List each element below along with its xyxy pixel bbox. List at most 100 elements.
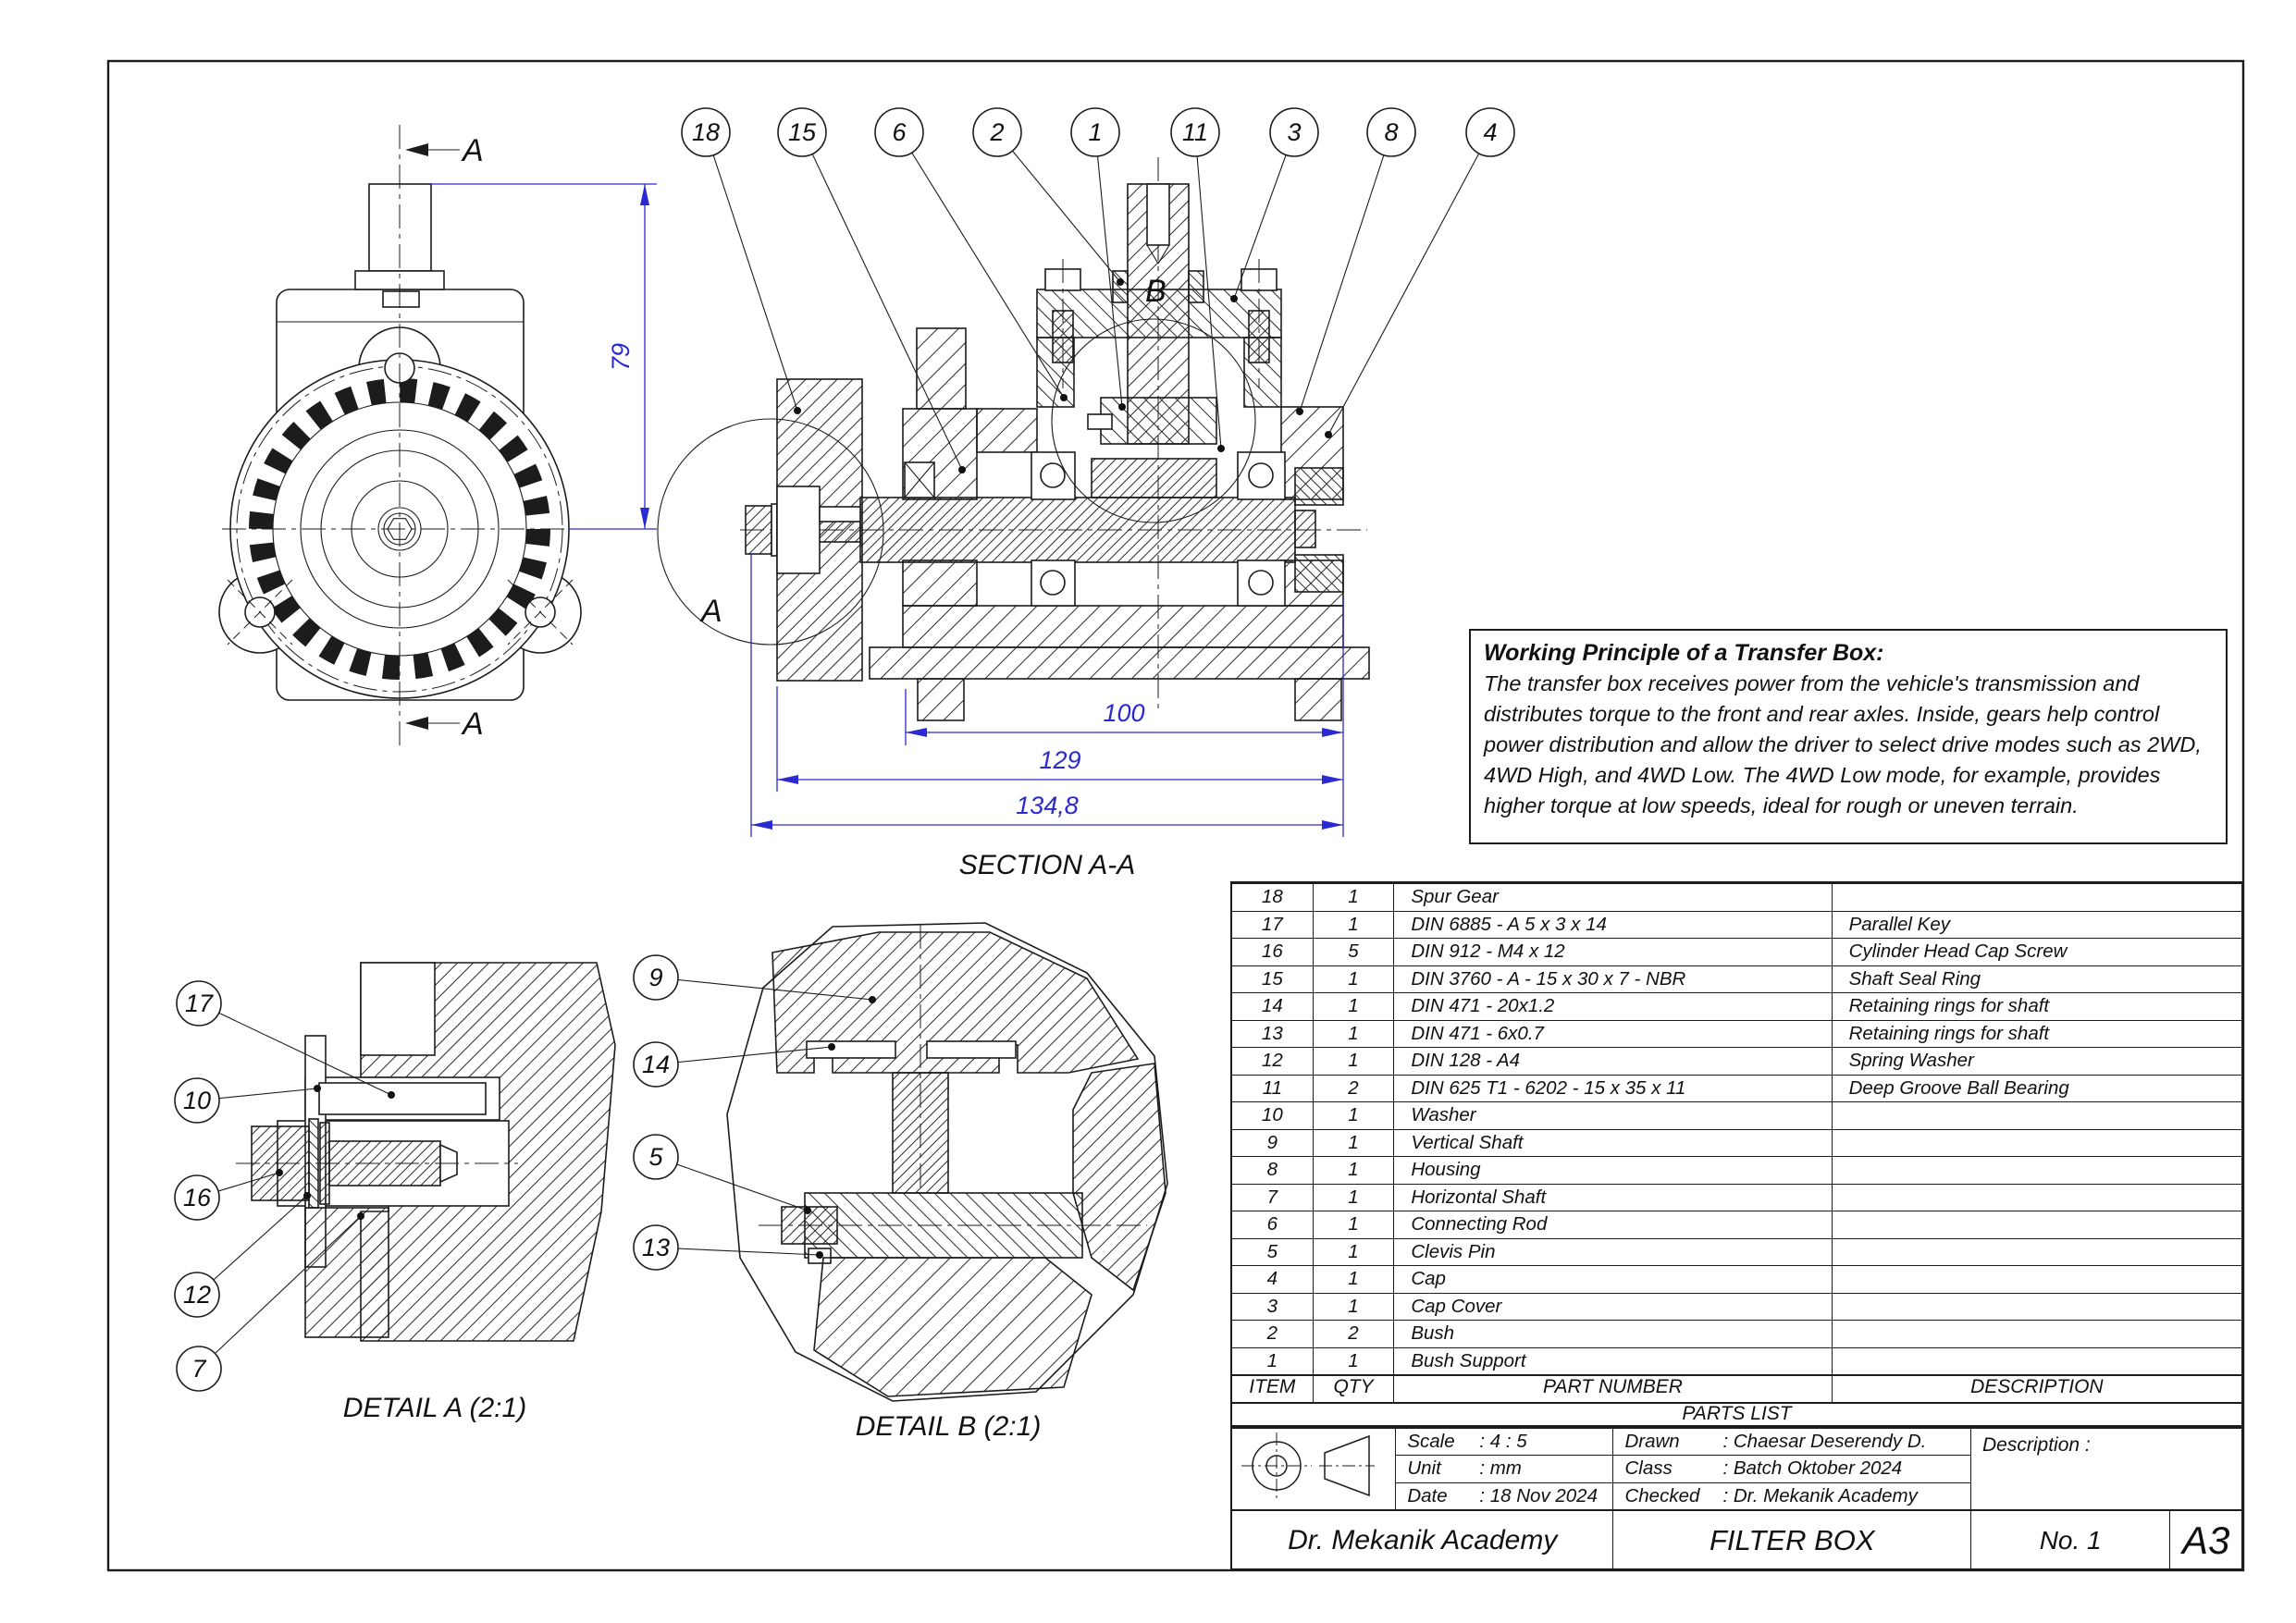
parts-cell-qty: 1: [1312, 884, 1394, 911]
callout-balloon: [972, 107, 1022, 157]
parts-cell-description: [1831, 1102, 2241, 1129]
callout-balloon: [1269, 107, 1319, 157]
parts-row: 16 5 DIN 912 - M4 x 12 Cylinder Head Cap…: [1232, 938, 2241, 965]
svg-text:79: 79: [607, 343, 635, 371]
checked-row: Checked: Dr. Mekanik Academy: [1613, 1482, 1971, 1509]
svg-text:14: 14: [642, 1051, 670, 1078]
parts-cell-qty: 1: [1312, 1347, 1394, 1374]
svg-text:5: 5: [648, 1143, 663, 1171]
cut-label-bottom: A: [461, 707, 484, 742]
callout-balloon: [174, 1077, 220, 1124]
parts-cell-description: [1831, 1238, 2241, 1265]
parts-cell-part-number: DIN 128 - A4: [1393, 1048, 1831, 1075]
parts-cell-item: 16: [1261, 941, 1283, 963]
detail-b-letter: B: [1145, 274, 1167, 309]
sheet-border: [106, 59, 2245, 1572]
parts-cell-qty: 1: [1312, 1129, 1394, 1156]
drawn-row: Drawn: Chaesar Deserendy D.: [1624, 1431, 1927, 1453]
parallel-key-detail: [318, 1082, 487, 1115]
callout-balloon: [1366, 107, 1416, 157]
dim-100: 100: [1103, 699, 1144, 727]
parts-row: 15 1 DIN 3760 - A - 15 x 30 x 7 - NBR Sh…: [1232, 965, 2241, 992]
parts-cell-description: Parallel Key: [1831, 911, 2241, 938]
callout-balloon: [176, 1346, 222, 1392]
parts-cell-part-number: Clevis Pin: [1393, 1238, 1831, 1265]
callout-balloon: [174, 1174, 220, 1221]
section-title: SECTION A-A: [959, 850, 1136, 880]
svg-text:12: 12: [183, 1281, 211, 1309]
scale-row: Scale: 4 : 5: [1407, 1431, 1527, 1453]
parts-list-header: ITEM QTY PART NUMBER DESCRIPTION: [1230, 1372, 2243, 1404]
parts-row: 8 1 Housing: [1232, 1156, 2241, 1184]
callout-balloon: [633, 1041, 679, 1088]
parts-cell-qty: 1: [1312, 965, 1394, 992]
parts-row: 17 1 DIN 6885 - A 5 x 3 x 14 Parallel Ke…: [1232, 910, 2241, 938]
detail-b-callouts: 9 14 5 13: [633, 954, 876, 1271]
front-view: A A 79: [218, 125, 657, 749]
detail-b-title: DETAIL B (2:1): [856, 1411, 1042, 1442]
gear-teeth: [249, 378, 550, 680]
dimension-79: 79: [431, 183, 657, 530]
callout-balloon: [1465, 107, 1515, 157]
parts-cell-qty: 1: [1312, 1266, 1394, 1293]
svg-text:7: 7: [191, 1355, 206, 1383]
dim-129: 129: [1039, 746, 1080, 774]
detail-b-view: 9 14 5 13 DETAIL B (2:1): [633, 922, 1168, 1442]
svg-text:15: 15: [788, 118, 817, 146]
description-cell: Description :: [1970, 1429, 2241, 1509]
parts-cell-part-number: Vertical Shaft: [1393, 1129, 1831, 1156]
callout-balloon: [174, 1272, 220, 1318]
detail-a-circle: [657, 418, 884, 646]
header-qty: QTY: [1312, 1372, 1394, 1402]
section-cut-arrow-top: A: [405, 133, 484, 168]
parts-cell-qty: 1: [1312, 1238, 1394, 1265]
svg-text:6: 6: [892, 118, 907, 146]
parts-row: 11 2 DIN 625 T1 - 6202 - 15 x 35 x 11 De…: [1232, 1074, 2241, 1101]
sheet-number: No. 1: [1970, 1511, 2169, 1570]
parts-cell-part-number: Cap: [1393, 1266, 1831, 1293]
callout-balloon: [633, 954, 679, 1001]
parts-cell-part-number: Horizontal Shaft: [1393, 1184, 1831, 1211]
class-row: Class: Batch Oktober 2024: [1613, 1455, 1971, 1482]
parts-cell-part-number: Bush: [1393, 1321, 1831, 1347]
parts-cell-item: 10: [1261, 1104, 1283, 1126]
working-principle-note: Working Principle of a Transfer Box: The…: [1469, 629, 2228, 844]
parts-row: 5 1 Clevis Pin: [1232, 1237, 2241, 1265]
parts-row: 12 1 DIN 128 - A4 Spring Washer: [1232, 1047, 2241, 1075]
parts-cell-item: 12: [1261, 1050, 1283, 1072]
horizontal-shaft: [859, 497, 1296, 563]
note-title: Working Principle of a Transfer Box:: [1484, 640, 1884, 666]
parts-cell-item: 18: [1261, 886, 1283, 908]
date-row: Date: 18 Nov 2024: [1396, 1482, 1613, 1509]
callout-balloon: [633, 1224, 679, 1271]
header-part-number: PART NUMBER: [1393, 1372, 1831, 1402]
parts-cell-qty: 1: [1312, 1020, 1394, 1047]
section-cut-arrow-bottom: A: [405, 707, 484, 742]
parts-list-title: PARTS LIST: [1230, 1402, 2243, 1427]
parts-cell-part-number: Washer: [1393, 1102, 1831, 1129]
dim-134-8: 134,8: [1016, 792, 1079, 819]
parts-cell-part-number: DIN 912 - M4 x 12: [1393, 939, 1831, 965]
parts-row: 10 1 Washer: [1232, 1101, 2241, 1129]
parts-row: 6 1 Connecting Rod: [1232, 1211, 2241, 1238]
parts-cell-description: [1831, 884, 2241, 911]
parts-cell-item: 9: [1266, 1131, 1278, 1153]
svg-text:16: 16: [183, 1184, 212, 1211]
parts-cell-item: 7: [1266, 1186, 1278, 1208]
svg-text:13: 13: [642, 1234, 670, 1261]
callout-balloon: [1170, 107, 1220, 157]
bush-left: [1112, 270, 1129, 303]
parts-cell-description: Spring Washer: [1831, 1048, 2241, 1075]
parts-cell-item: 8: [1266, 1159, 1278, 1181]
svg-text:3: 3: [1287, 118, 1301, 146]
parallel-key-section: [819, 506, 861, 523]
callout-balloon: [681, 107, 731, 157]
svg-text:8: 8: [1384, 118, 1398, 146]
parts-cell-item: 17: [1261, 913, 1283, 935]
parts-cell-qty: 1: [1312, 911, 1394, 938]
bush-right: [1188, 270, 1204, 303]
section-aa-view: A B 100 129 134,8 SECTION A-A: [657, 107, 1515, 880]
header-description: DESCRIPTION: [1831, 1372, 2241, 1402]
parts-cell-item: 11: [1262, 1076, 1282, 1099]
parts-cell-item: 4: [1266, 1268, 1278, 1290]
